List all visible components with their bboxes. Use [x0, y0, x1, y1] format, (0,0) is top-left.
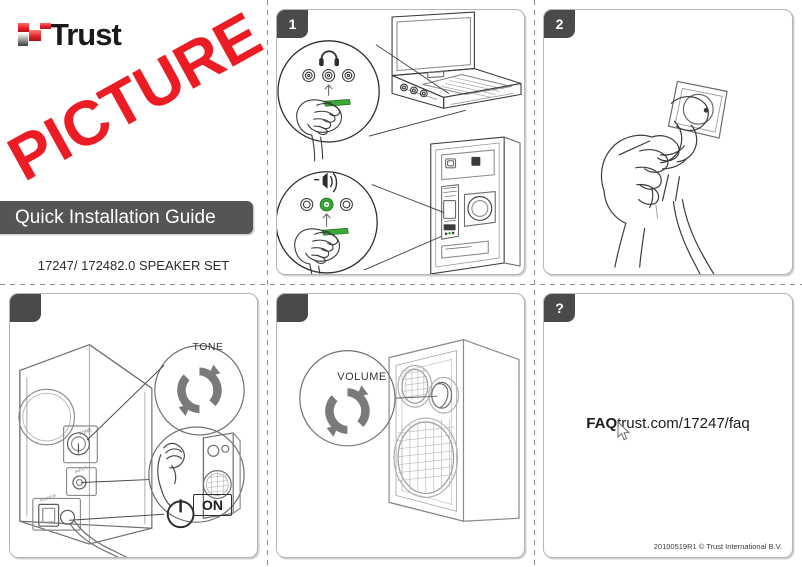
card-step-4: VOLUME — [276, 293, 525, 558]
speaker-rear-icon: TONE INPUT POWER — [18, 344, 153, 557]
model-number: 17247/ 172482.0 SPEAKER SET — [37, 258, 230, 273]
wall-socket-icon — [667, 80, 728, 139]
trust-logo: Trust — [18, 17, 122, 52]
speaker-front-icon — [388, 339, 520, 522]
laptop-icon — [391, 11, 522, 109]
guide-title-ribbon: Quick Installation Guide — [0, 201, 253, 234]
step-badge-3 — [10, 294, 41, 322]
card-step-3: TONE INPUT POWER — [9, 293, 258, 558]
tone-label: TONE — [192, 341, 224, 353]
trust-logo-mark-icon — [18, 22, 51, 48]
cutline-vertical-1 — [267, 0, 268, 567]
volume-callout — [299, 350, 396, 447]
svg-text:TONE: TONE — [78, 427, 94, 438]
svg-text:POWER: POWER — [39, 493, 57, 504]
faq-link[interactable]: FAQtrust.com/17247/faq — [544, 415, 792, 432]
rotate-arrows-icon — [325, 385, 370, 437]
panel-step-2: 2 — [534, 0, 802, 284]
panel-step-1: 1 — [267, 0, 534, 284]
step-badge-4 — [277, 294, 308, 322]
desktop-tower-icon — [430, 136, 521, 274]
rotate-arrows-icon — [177, 364, 222, 417]
tone-callout — [154, 345, 245, 436]
step-badge-2: 2 — [544, 10, 575, 38]
cutline-vertical-2 — [534, 0, 535, 567]
cutline-horizontal — [0, 284, 802, 285]
volume-label: VOLUME — [337, 371, 387, 383]
line-out-jack-callout — [277, 171, 378, 274]
hand-icon — [600, 134, 680, 268]
headphone-jack-callout — [277, 40, 380, 162]
panel-faq: ? FAQtrust.com/17247/faq 20100519R1 © Tr… — [534, 284, 802, 567]
picture-watermark: PICTURE — [0, 0, 273, 206]
step-badge-1: 1 — [277, 10, 308, 38]
adjust-tone-callout — [148, 426, 245, 523]
panel-step-4: VOLUME — [267, 284, 534, 567]
power-plug-icon — [659, 96, 709, 202]
faq-url: trust.com/17247/faq — [617, 415, 750, 432]
panel-cover: Trust PICTURE Quick Installation Guide 1… — [0, 0, 273, 284]
card-step-2: 2 — [543, 9, 793, 275]
step-2-illustration — [544, 10, 792, 274]
on-label: ON — [193, 494, 232, 516]
step-1-illustration — [277, 10, 524, 274]
card-step-1: 1 — [276, 9, 525, 275]
trust-logo-wordmark: Trust — [50, 17, 122, 52]
faq-prefix: FAQ — [586, 415, 618, 432]
step-4-illustration — [277, 294, 524, 557]
card-faq: ? FAQtrust.com/17247/faq 20100519R1 © Tr… — [543, 293, 793, 558]
panel-step-3: TONE INPUT POWER — [0, 284, 267, 567]
copyright-note: 20100519R1 © Trust International B.V. — [653, 542, 782, 551]
power-cable — [672, 198, 715, 274]
power-on-indicator — [69, 499, 195, 529]
svg-text:INPUT: INPUT — [74, 465, 89, 475]
faq-badge: ? — [544, 294, 575, 322]
step-3-illustration: TONE INPUT POWER — [10, 294, 257, 557]
guide-title: Quick Installation Guide — [15, 207, 216, 228]
